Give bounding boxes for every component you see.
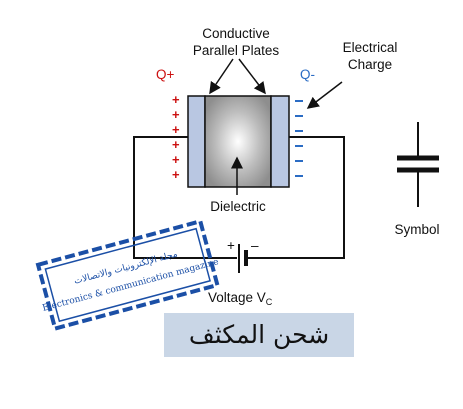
plates-label-line1: Conductive <box>202 26 270 41</box>
battery-symbol <box>238 244 248 273</box>
svg-text:+: + <box>172 137 180 152</box>
battery-minus-label: – <box>251 238 259 253</box>
circuit-wires <box>133 136 345 259</box>
charge-arrow <box>306 81 343 109</box>
svg-text:+: + <box>172 167 180 182</box>
negative-charges <box>295 100 303 177</box>
svg-text:+: + <box>172 152 180 167</box>
positive-charges: + + + + + + <box>172 92 180 182</box>
plates-arrow-left <box>209 58 234 95</box>
dielectric-block <box>204 95 272 188</box>
plates-arrow-right <box>238 58 266 95</box>
symbol-label: Symbol <box>394 222 439 237</box>
left-plate <box>187 95 206 188</box>
svg-text:+: + <box>172 122 180 137</box>
caption-text: شحن المكثف <box>188 320 330 349</box>
right-plate <box>270 95 290 188</box>
svg-text:+: + <box>172 107 180 122</box>
voltage-label: Voltage VC <box>208 290 273 307</box>
plates-label-line2: Parallel Plates <box>193 43 280 58</box>
charge-label-line2: Charge <box>348 57 392 72</box>
dielectric-label: Dielectric <box>210 199 266 214</box>
battery-plus-label: + <box>227 238 235 253</box>
charge-label-line1: Electrical <box>343 40 398 55</box>
q-minus-label: Q- <box>300 67 315 82</box>
caption-box <box>164 313 354 357</box>
capacitor-symbol <box>397 122 439 207</box>
q-plus-label: Q+ <box>156 67 175 82</box>
svg-text:+: + <box>172 92 180 107</box>
